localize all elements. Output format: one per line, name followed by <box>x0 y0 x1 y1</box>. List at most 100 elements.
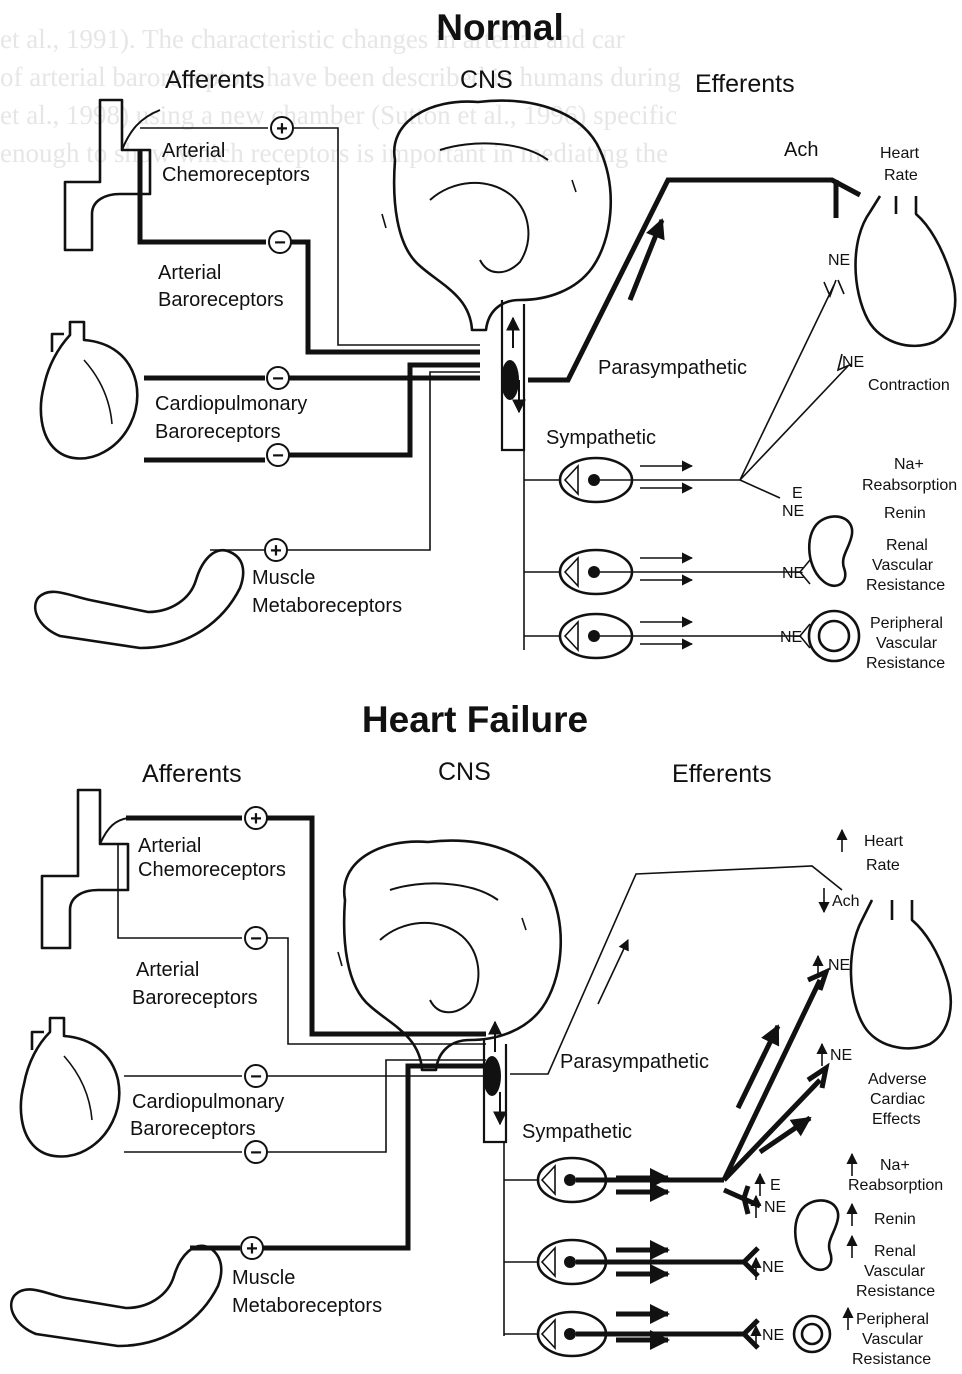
hf-vessel-lumen <box>802 1324 822 1344</box>
hf-arm-icon <box>11 1246 221 1346</box>
normal-ne-label: NE <box>782 503 804 520</box>
normal-arterial-baro-label-2: Baroreceptors <box>158 289 284 311</box>
hf-ne-label: NE <box>764 1199 786 1216</box>
normal-brain-fold <box>430 183 528 272</box>
hf-plus-label: + <box>246 1238 258 1260</box>
hf-aortic-arch-icon <box>42 790 128 948</box>
normal-muscle-label-1: Muscle <box>252 567 315 589</box>
normal-arterial-chemo-label-2: Chemoreceptors <box>162 164 310 186</box>
normal-plus-label: + <box>276 118 288 140</box>
normal-kidney-icon <box>809 516 852 585</box>
hf-na-label-1: Na+ <box>880 1157 910 1174</box>
hf-branch-line <box>724 980 820 1180</box>
normal-pvr-label-3: Resistance <box>866 655 945 672</box>
normal-parasympathetic-label: Parasympathetic <box>598 357 747 379</box>
normal-parasympathetic-path <box>528 180 860 380</box>
hf-pvr-label-1: Peripheral <box>856 1311 929 1328</box>
normal-title: Normal <box>436 7 563 48</box>
hf-ganglion-nucleus <box>564 1256 576 1268</box>
hf-carotid-branch <box>100 818 128 844</box>
normal-arterial-chemo-label-1: Arterial <box>162 140 225 162</box>
normal-branch-lines <box>740 285 848 498</box>
hf-ganglion-nucleus <box>564 1174 576 1186</box>
hf-na-label-2: Reabsorption <box>848 1177 943 1194</box>
hf-pvr-label-2: Vascular <box>862 1331 924 1348</box>
normal-ganglion-axon <box>565 622 578 650</box>
normal-cardio-label-1: Cardiopulmonary <box>155 393 307 415</box>
normal-minus-label: − <box>272 445 284 467</box>
hf-renin-label: Renin <box>874 1211 916 1228</box>
normal-pvr-label-1: Peripheral <box>870 615 943 632</box>
hf-muscle-label-2: Metaboreceptors <box>232 1295 382 1317</box>
hf-ne-label: NE <box>762 1259 784 1276</box>
hf-adverse-label-2: Cardiac <box>870 1091 925 1108</box>
hf-cardio-label-1: Cardiopulmonary <box>132 1091 284 1113</box>
normal-baro-to-cns <box>291 242 480 352</box>
normal-renal-label-3: Resistance <box>866 577 945 594</box>
hf-ganglion-row <box>504 1240 758 1284</box>
hf-ach-label: Ach <box>832 893 860 910</box>
hf-branch-line <box>724 1080 820 1180</box>
normal-parasympathetic-arrow <box>630 220 662 300</box>
hf-ne-terminal <box>724 1186 760 1214</box>
hf-plus-label: + <box>250 808 262 830</box>
hf-minus-label: − <box>250 1066 262 1088</box>
hf-cardio-label-2: Baroreceptors <box>130 1118 256 1140</box>
normal-renal-label-2: Vascular <box>872 557 934 574</box>
hf-sympathetic-label: Sympathetic <box>522 1121 632 1143</box>
hf-pvr-label-3: Resistance <box>852 1351 931 1368</box>
hf-arterial-baro-label-1: Arterial <box>136 959 199 981</box>
hf-ganglion-axon <box>542 1166 555 1194</box>
heart-failure-panel: Heart Failure Afferents CNS Efferents + … <box>11 699 951 1368</box>
normal-ganglion-row <box>524 285 848 502</box>
normal-ganglion-nucleus <box>588 566 600 578</box>
hf-ganglion-axon <box>542 1248 555 1276</box>
normal-muscle-to-cns <box>287 372 480 550</box>
hf-e-label: E <box>770 1177 781 1194</box>
hf-medulla-nucleus <box>483 1056 501 1096</box>
hf-vessel-wall <box>794 1316 830 1352</box>
hf-minus-label: − <box>250 1142 262 1164</box>
normal-sympathetic-label: Sympathetic <box>546 427 656 449</box>
normal-ganglion-axon <box>565 466 578 494</box>
normal-ne-terminal <box>824 280 844 296</box>
normal-vessel-icon <box>809 611 859 661</box>
hf-ganglion-row <box>504 1312 758 1356</box>
normal-heart-icon <box>41 322 137 459</box>
normal-na-label-2: Reabsorption <box>862 477 957 494</box>
hf-brain-fold <box>380 923 478 1012</box>
hf-renal-label-1: Renal <box>874 1243 916 1260</box>
normal-renal-label-1: Renal <box>886 537 928 554</box>
normal-ganglion-nucleus <box>588 474 600 486</box>
normal-ganglion-axon <box>565 558 578 586</box>
normal-medulla-nucleus <box>501 360 519 400</box>
hf-heart-detail <box>64 1056 92 1120</box>
normal-ganglion-row <box>524 550 810 594</box>
hf-parasympathetic-label: Parasympathetic <box>560 1051 709 1073</box>
normal-ne-label: NE <box>842 354 864 371</box>
normal-plus-label: + <box>270 540 282 562</box>
normal-arm-icon <box>35 550 243 648</box>
normal-muscle-label-2: Metaboreceptors <box>252 595 402 617</box>
hf-ne-label: NE <box>830 1047 852 1064</box>
normal-vessel-lumen <box>819 621 849 651</box>
hf-adverse-label-3: Effects <box>872 1111 921 1128</box>
normal-pvr-label-2: Vascular <box>876 635 938 652</box>
hf-efferents-header: Efferents <box>672 760 772 788</box>
normal-heart-rate-label-1: Heart <box>880 145 920 162</box>
normal-ne-label: NE <box>780 629 802 646</box>
normal-minus-label: − <box>272 368 284 390</box>
normal-vessel-wall <box>809 611 859 661</box>
hf-title: Heart Failure <box>362 699 588 740</box>
hf-ganglion-row <box>504 980 820 1202</box>
hf-muscle-label-1: Muscle <box>232 1267 295 1289</box>
hf-ganglion-axon <box>542 1320 555 1348</box>
normal-na-label-1: Na+ <box>894 456 924 473</box>
hf-minus-label: − <box>250 928 262 950</box>
hf-arterial-chemo-label-1: Arterial <box>138 835 201 857</box>
normal-cns-header: CNS <box>460 66 513 94</box>
normal-ach-label: Ach <box>784 139 818 161</box>
hf-vessel-icon <box>794 1316 830 1352</box>
normal-efferent-heart-icon <box>856 196 956 346</box>
